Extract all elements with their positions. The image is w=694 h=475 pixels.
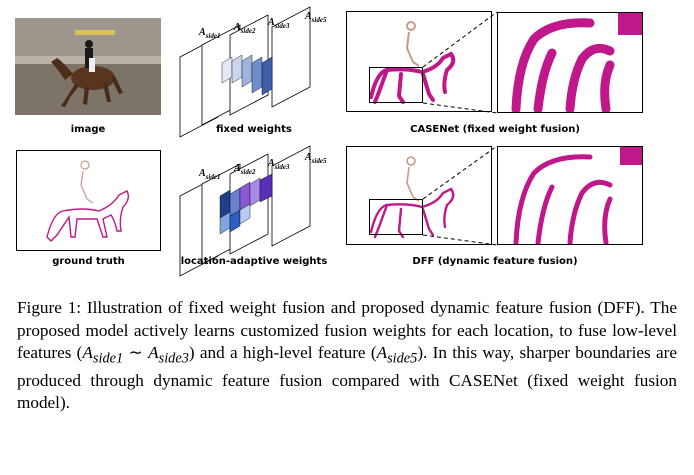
caption-text-2: ) and a high-level feature ( — [188, 343, 377, 362]
caption-text-1: Figure 1: Illustration of fixed weight f… — [17, 298, 677, 362]
ground-truth-label: ground truth — [52, 256, 125, 267]
input-photo — [15, 18, 161, 115]
caption-tilde: ∼ — [123, 343, 149, 362]
layer-side5-plane — [271, 145, 311, 247]
fixed-weights-diagram — [179, 6, 311, 138]
image-label: image — [70, 124, 106, 135]
casenet-zoom-frame — [497, 12, 643, 113]
dff-zoom-box — [369, 199, 423, 235]
caption-math-sub: side5 — [387, 350, 418, 367]
adaptive-weights-label: location-adaptive weights — [180, 256, 328, 267]
dff-zoom-frame — [497, 146, 643, 245]
dff-label: DFF (dynamic feature fusion) — [412, 256, 578, 267]
caption-text-3: ). In this way, sharper boundaries are p… — [17, 343, 677, 413]
dff-zoom-edge-map — [513, 147, 642, 244]
casenet-zoom-edge-map — [511, 13, 642, 112]
label-a-side1-bottom: Aside1 — [199, 168, 221, 181]
label-a-side2: Aside2 — [234, 22, 256, 35]
caption-math-sub: side3 — [158, 350, 189, 367]
label-a-side5: Aside5 — [305, 11, 327, 24]
caption-math-a: A — [376, 343, 388, 362]
caption-math-sub: side1 — [92, 350, 124, 367]
caption-math-a: A — [82, 343, 93, 362]
ground-truth-frame — [16, 150, 161, 251]
label-a-side1: Aside1 — [199, 27, 221, 40]
label-a-side5-bottom: Aside5 — [305, 152, 327, 165]
fixed-weights-label: fixed weights — [216, 124, 292, 135]
casenet-zoom-box — [369, 67, 423, 103]
dff-edge-map — [369, 156, 455, 239]
casenet-label: CASENet (fixed weight fusion) — [410, 124, 580, 135]
adaptive-weights-diagram — [179, 145, 311, 277]
label-a-side3-bottom: Aside3 — [268, 158, 290, 171]
caption-math-a: A — [148, 343, 159, 362]
figure-caption: Figure 1: Illustration of fixed weight f… — [17, 297, 677, 415]
photo-drawing — [15, 18, 161, 115]
label-a-side2-bottom: Aside2 — [234, 163, 256, 176]
ground-truth-edge-map — [46, 160, 130, 242]
label-a-side3: Aside3 — [268, 17, 290, 30]
